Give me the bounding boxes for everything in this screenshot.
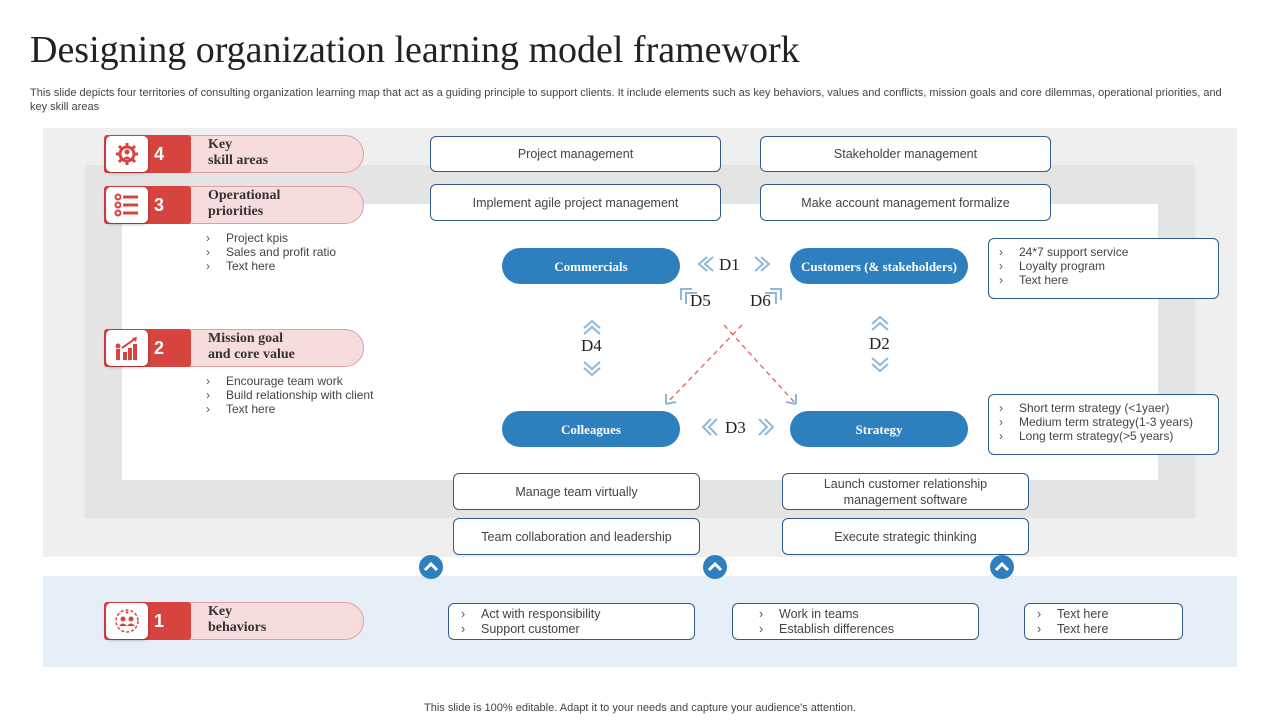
list-item: Text here (206, 259, 336, 273)
list-item: Build relationship with client (206, 388, 373, 402)
level-label: Mission goal and core value (208, 331, 295, 362)
up-arrow-icon (419, 555, 443, 579)
value-box-team-collaboration: Team collaboration and leadership (453, 518, 700, 555)
up-arrow-icon (990, 555, 1014, 579)
priority-box-account-management: Make account management formalize (760, 184, 1051, 221)
priority-box-agile: Implement agile project management (430, 184, 721, 221)
list-item: Encourage team work (206, 374, 373, 388)
behavior-box-1: Act with responsibility Support customer (448, 603, 695, 640)
behavior-bullet-list: Work in teams Establish differences (759, 607, 952, 637)
footer-note: This slide is 100% editable. Adapt it to… (424, 702, 856, 714)
list-item: 24*7 support service (999, 245, 1208, 259)
list-item: Text here (1037, 607, 1170, 622)
gear-person-icon (106, 136, 148, 172)
node-customers: Customers (& stakeholders) (790, 248, 968, 284)
list-item: Loyalty program (999, 259, 1208, 273)
level-label: Key skill areas (208, 137, 269, 168)
node-colleagues: Colleagues (502, 411, 680, 447)
behavior-box-3: Text here Text here (1024, 603, 1183, 640)
level-label: Operational priorities (208, 188, 281, 219)
list-item: Support customer (461, 622, 682, 637)
dilemma-label-d2: D2 (869, 334, 890, 353)
node-commercials: Commercials (502, 248, 680, 284)
dilemma-label-d3: D3 (725, 418, 746, 437)
level-number: 2 (153, 338, 164, 358)
level-number: 1 (153, 611, 164, 631)
up-arrow-icon (703, 555, 727, 579)
growth-chart-icon (106, 330, 148, 366)
people-network-icon (106, 603, 148, 639)
behavior-bullet-list: Text here Text here (1037, 607, 1170, 637)
skill-box-stakeholder-management: Stakeholder management (760, 136, 1051, 172)
value-box-crm-software: Launch customer relationship management … (782, 473, 1029, 510)
value-box-strategic-thinking: Execute strategic thinking (782, 518, 1029, 555)
list-item: Sales and profit ratio (206, 245, 336, 259)
level-number: 3 (153, 195, 164, 215)
list-checks-icon (106, 187, 148, 223)
list-item: Work in teams (759, 607, 952, 622)
dilemma-label-d1: D1 (719, 255, 740, 274)
list-item: Text here (999, 273, 1208, 287)
skill-box-project-management: Project management (430, 136, 721, 172)
list-item: Act with responsibility (461, 607, 682, 622)
list-item: Text here (206, 402, 373, 416)
behavior-bullet-list: Act with responsibility Support customer (461, 607, 682, 637)
behavior-box-2: Work in teams Establish differences (732, 603, 979, 640)
strategy-detail-box: Short term strategy (<1yaer) Medium term… (988, 394, 1219, 455)
node-strategy: Strategy (790, 411, 968, 447)
list-item: Short term strategy (<1yaer) (999, 401, 1208, 415)
dilemma-label-d4: D4 (581, 336, 602, 355)
list-item: Project kpis (206, 231, 336, 245)
page-title: Designing organization learning model fr… (30, 29, 800, 71)
page-subtitle: This slide depicts four territories of c… (30, 87, 1222, 113)
strategy-bullet-list: Short term strategy (<1yaer) Medium term… (999, 401, 1208, 443)
value-box-manage-team: Manage team virtually (453, 473, 700, 510)
dilemma-label-d5: D5 (690, 291, 711, 310)
level-number: 4 (153, 144, 164, 164)
customers-bullet-list: 24*7 support service Loyalty program Tex… (999, 245, 1208, 287)
dilemma-label-d6: D6 (750, 291, 771, 310)
list-item: Establish differences (759, 622, 952, 637)
customers-detail-box: 24*7 support service Loyalty program Tex… (988, 238, 1219, 299)
level-label: Key behaviors (208, 604, 267, 635)
list-item: Medium term strategy(1-3 years) (999, 415, 1208, 429)
list-item: Text here (1037, 622, 1170, 637)
mission-bullet-list: Encourage team work Build relationship w… (206, 374, 373, 416)
operational-bullet-list: Project kpis Sales and profit ratio Text… (206, 231, 336, 273)
list-item: Long term strategy(>5 years) (999, 429, 1208, 443)
